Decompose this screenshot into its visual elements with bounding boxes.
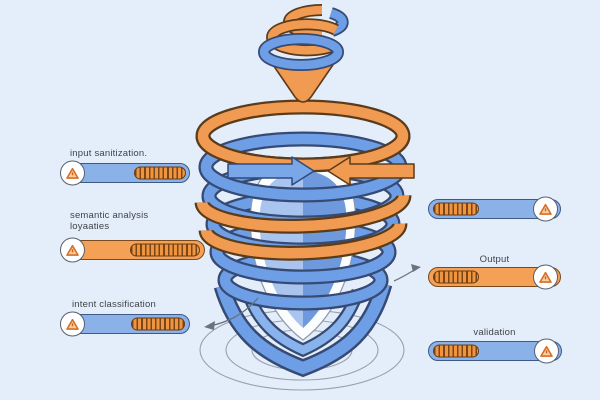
- stage-label-intent-classification: intent classification: [72, 299, 156, 310]
- warning-badge: [60, 237, 85, 263]
- progress-bar-output: [428, 264, 561, 290]
- progress-bar-intent-classification: [60, 311, 190, 337]
- warning-badge: [60, 160, 85, 186]
- progress-bar-input-sanitization: [60, 160, 190, 186]
- warning-triangle-icon: [539, 203, 552, 215]
- stage-label-semantic-analysis: semantic analysis loyaaties: [70, 210, 148, 232]
- stage-label-text: Output: [479, 254, 510, 265]
- striped-segment: [433, 344, 479, 358]
- warning-triangle-icon: [540, 345, 553, 357]
- striped-segment: [131, 317, 185, 331]
- striped-segment: [134, 166, 186, 180]
- striped-segment: [130, 243, 200, 257]
- striped-segment: [433, 202, 479, 216]
- warning-badge: [533, 264, 558, 290]
- stage-label-validation: validation: [428, 327, 561, 338]
- warning-badge: [533, 196, 558, 222]
- stage-label-input-sanitization: input sanitization.: [70, 148, 147, 159]
- warning-badge: [534, 338, 559, 364]
- progress-bar-unlabeled: [428, 196, 561, 222]
- progress-bar-validation: [428, 338, 562, 364]
- stage-label-text: intent classification: [72, 299, 156, 310]
- progress-bar-semantic-analysis: [60, 237, 205, 263]
- top-coil: [258, 4, 349, 103]
- warning-triangle-icon: [66, 318, 79, 330]
- striped-segment: [433, 270, 479, 284]
- warning-triangle-icon: [66, 244, 79, 256]
- stage-label-text: validation: [473, 327, 516, 338]
- stage-label-output: Output: [428, 254, 561, 265]
- flow-arrow-right-icon: [227, 156, 315, 186]
- warning-badge: [60, 311, 85, 337]
- flow-arrow-left-icon: [327, 156, 415, 186]
- warning-triangle-icon: [66, 167, 79, 179]
- flow-arrows: [227, 156, 415, 186]
- connector-arrows: [204, 264, 421, 330]
- stage-sublabel-text: loyaaties: [70, 221, 110, 232]
- stage-label-text: input sanitization.: [70, 148, 148, 159]
- funnel-v-bottom: [213, 281, 393, 378]
- warning-triangle-icon: [539, 271, 552, 283]
- stage-label-text: semantic analysis: [70, 210, 149, 221]
